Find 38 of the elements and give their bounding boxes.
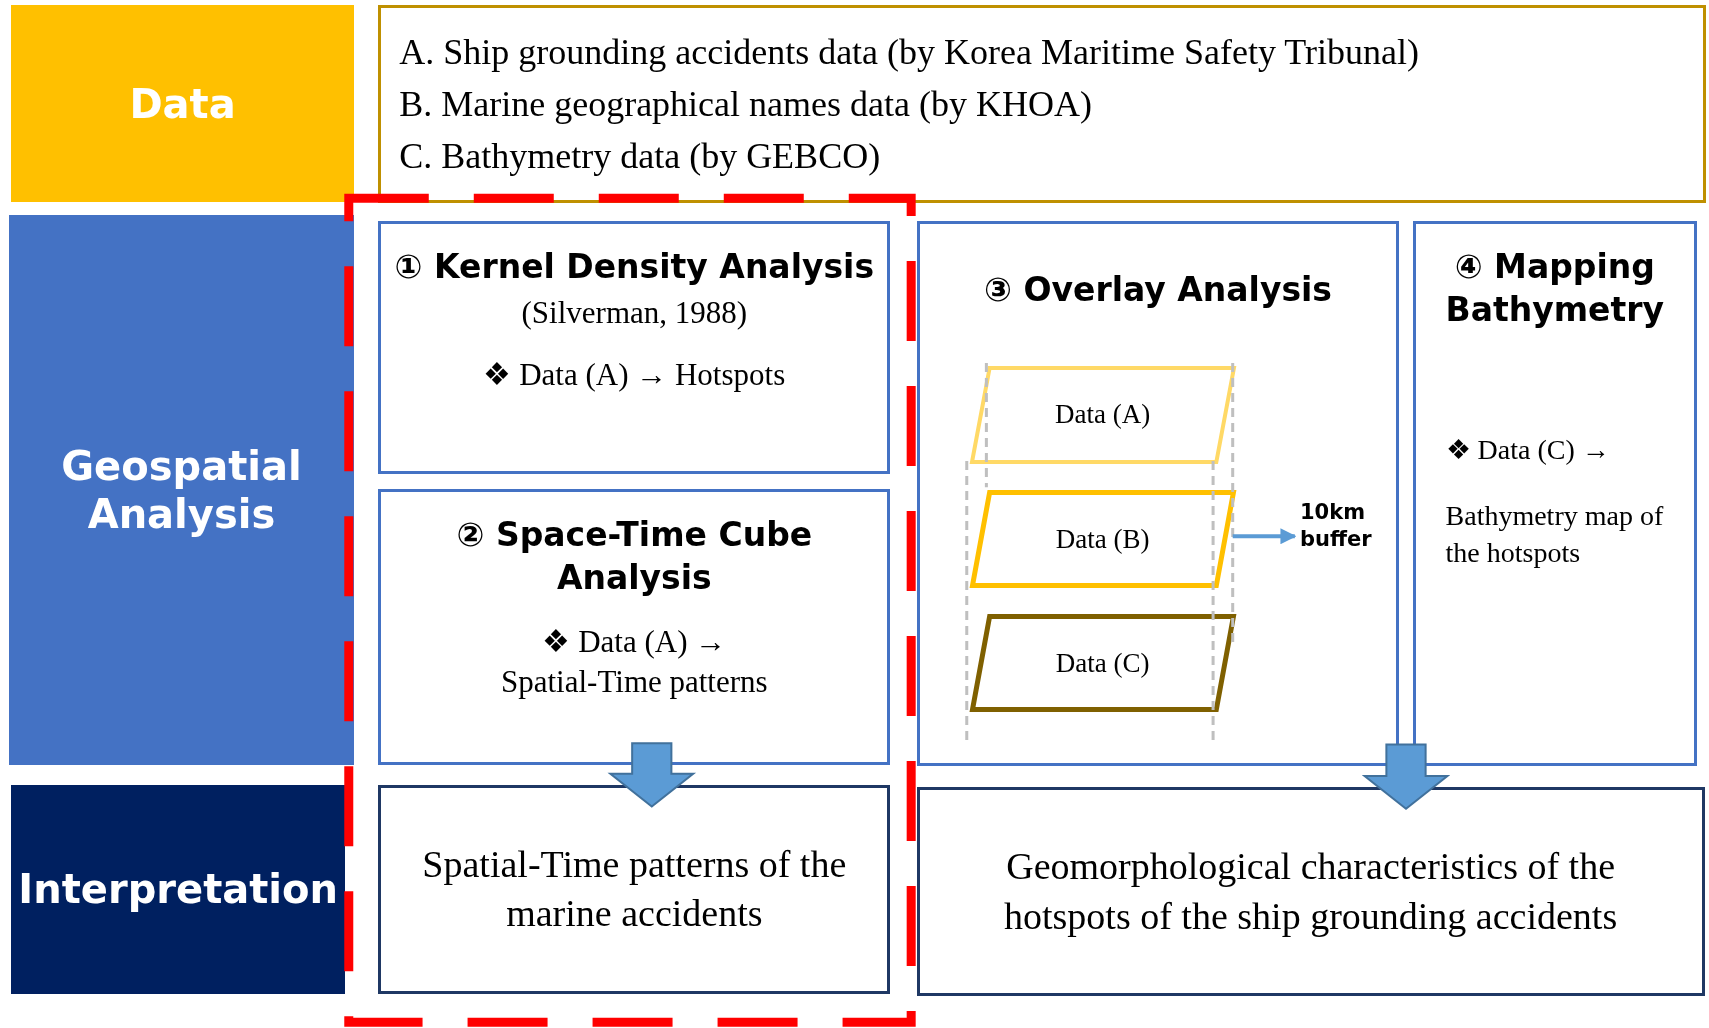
panel-box bbox=[378, 489, 891, 766]
row-header: Data bbox=[129, 79, 236, 128]
panel-box bbox=[1412, 221, 1697, 767]
layer-parallelogram bbox=[969, 614, 1236, 713]
panel-title: ③ Overlay Analysis bbox=[983, 269, 1333, 312]
layer-label: Data (C) bbox=[1055, 646, 1150, 680]
panel-box bbox=[378, 784, 891, 994]
row-band bbox=[8, 214, 355, 766]
panel-box bbox=[378, 5, 1706, 203]
block-arrow bbox=[607, 742, 697, 808]
result-text: Spatial-Time patterns of the marine accidents bbox=[421, 841, 848, 937]
block-arrow bbox=[1361, 743, 1451, 810]
row-band bbox=[10, 5, 355, 202]
panel-text: ❖ Data (A) → Hotspots bbox=[483, 356, 786, 395]
panel-title: ② Space-Time Cube Analysis bbox=[455, 514, 814, 600]
layer-parallelogram bbox=[969, 490, 1236, 589]
panel-title: ① Kernel Density Analysis bbox=[393, 246, 876, 289]
panel-text: Bathymetry map of the hotspots bbox=[1445, 499, 1665, 570]
layer-label: Data (B) bbox=[1055, 522, 1150, 556]
buffer-label: 10km buffer bbox=[1300, 498, 1373, 554]
panel-text: ❖ Data (C) → bbox=[1445, 433, 1610, 468]
result-text: Geomorphological characteristics of the hotspots of the ship grounding accidents bbox=[1003, 844, 1619, 939]
panel-text: Spatial-Time patterns bbox=[501, 663, 768, 702]
data-source-item: B. Marine geographical names data (by KHOA) bbox=[399, 82, 1092, 126]
panel-text: (Silverman, 1988) bbox=[521, 294, 748, 333]
data-source-item: C. Bathymetry data (by GEBCO) bbox=[399, 135, 881, 179]
panel-box bbox=[916, 221, 1400, 767]
arrow bbox=[1232, 528, 1297, 545]
panel-box bbox=[916, 786, 1705, 997]
data-source-item: A. Ship grounding accidents data (by Korea Maritime Safety Tribunal) bbox=[399, 30, 1419, 74]
panel-title: ④ Mapping Bathymetry bbox=[1444, 246, 1666, 332]
panel-text: ❖ Data (A) → bbox=[542, 623, 727, 662]
row-band bbox=[10, 784, 346, 994]
row-header: Geospatial Analysis bbox=[60, 441, 303, 538]
row-header: Interpretation bbox=[18, 865, 339, 914]
panel-box bbox=[378, 221, 891, 475]
layer-parallelogram bbox=[969, 365, 1236, 464]
layer-label: Data (A) bbox=[1055, 398, 1151, 432]
